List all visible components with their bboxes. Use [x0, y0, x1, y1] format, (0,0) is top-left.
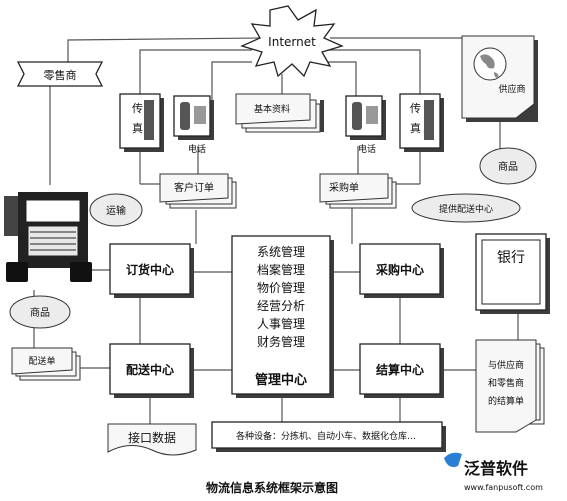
retailer-label: 零售商 [44, 68, 77, 82]
brand-logo: 泛普软件 www.fanpusoft.com [444, 452, 543, 492]
supply-delivery-label: 提供配送中心 [439, 203, 493, 215]
goods-cloud-left: 商品 [9, 295, 71, 329]
supplier-label: 供应商 [498, 83, 525, 95]
supply-delivery-cloud: 提供配送中心 [411, 193, 521, 223]
logo-icon [444, 452, 462, 467]
truck-icon [4, 192, 92, 282]
bank-label: 银行 [497, 250, 525, 266]
bank-node: 银行 [475, 233, 550, 314]
module-item: 档案管理 [257, 262, 305, 277]
module-item: 人事管理 [257, 316, 305, 331]
customer-order-node: 客户订单 [159, 173, 237, 209]
module-item: 经营分析 [257, 299, 305, 313]
goods-right-label: 商品 [498, 160, 518, 173]
delivery-note-label: 配送单 [28, 355, 55, 367]
module-item: 系统管理 [257, 244, 305, 259]
fax-right-label-2: 真 [410, 121, 421, 135]
logo-url: www.fanpusoft.com [464, 483, 543, 492]
interface-data-node: 接口数据 [107, 423, 197, 456]
goods-left-label: 商品 [30, 306, 50, 319]
management-center-node: 系统管理 档案管理 物价管理 经营分析 人事管理 财务管理 管理中心 [231, 235, 334, 398]
fax-right-label-1: 传 [410, 102, 421, 115]
order-center-label: 订货中心 [126, 262, 174, 277]
phone-left-label: 电话 [188, 143, 206, 155]
interface-data-label: 接口数据 [128, 430, 176, 445]
management-center-label: 管理中心 [255, 372, 307, 388]
fax-left-label-1: 传 [132, 102, 143, 115]
settlement-doc-node: 与供应商 和零售商 的结算单 [475, 339, 545, 433]
settlement-doc-line: 的结算单 [488, 395, 524, 407]
page-title: 物流信息系统框架示意图 [206, 480, 338, 495]
fax-left: 传 真 [119, 93, 164, 152]
settlement-doc-line: 与供应商 [488, 359, 524, 371]
connector-lines [33, 37, 519, 433]
phone-right-label: 电话 [358, 143, 376, 155]
delivery-center-label: 配送中心 [126, 362, 174, 377]
phone-left: 电话 [173, 95, 214, 155]
purchase-center-label: 采购中心 [375, 262, 424, 277]
transport-label: 运输 [106, 204, 126, 217]
fax-right: 传 真 [399, 93, 444, 152]
internet-node: Internet [240, 5, 344, 78]
module-item: 物价管理 [257, 280, 305, 295]
retailer-node: 零售商 [16, 61, 104, 87]
module-item: 财务管理 [257, 334, 305, 349]
devices-node: 各种设备：分拣机、自动小车、数据化仓库… [211, 421, 446, 452]
order-center-node: 订货中心 [109, 243, 194, 298]
settlement-doc-line: 和零售商 [488, 377, 524, 389]
phone-icon [180, 102, 190, 130]
delivery-center-node: 配送中心 [109, 343, 194, 398]
settlement-center-node: 结算中心 [359, 343, 444, 398]
phone-icon [352, 102, 362, 130]
supplier-node: 供应商 [461, 35, 538, 122]
customer-order-label: 客户订单 [174, 181, 214, 194]
purchase-order-node: 采购单 [319, 173, 397, 209]
logo-text: 泛普软件 [464, 459, 528, 478]
basic-data-node: 基本资料 [235, 93, 324, 133]
transport-cloud: 运输 [89, 193, 143, 227]
basic-data-label: 基本资料 [254, 103, 290, 115]
devices-label: 各种设备：分拣机、自动小车、数据化仓库… [236, 430, 416, 442]
goods-cloud-right: 商品 [479, 147, 537, 185]
settlement-center-label: 结算中心 [376, 362, 424, 377]
phone-right: 电话 [345, 95, 386, 155]
internet-label: Internet [268, 35, 316, 49]
purchase-center-node: 采购中心 [359, 243, 444, 298]
delivery-note-node: 配送单 [11, 347, 81, 381]
purchase-order-label: 采购单 [329, 181, 359, 194]
fax-left-label-2: 真 [132, 121, 143, 135]
